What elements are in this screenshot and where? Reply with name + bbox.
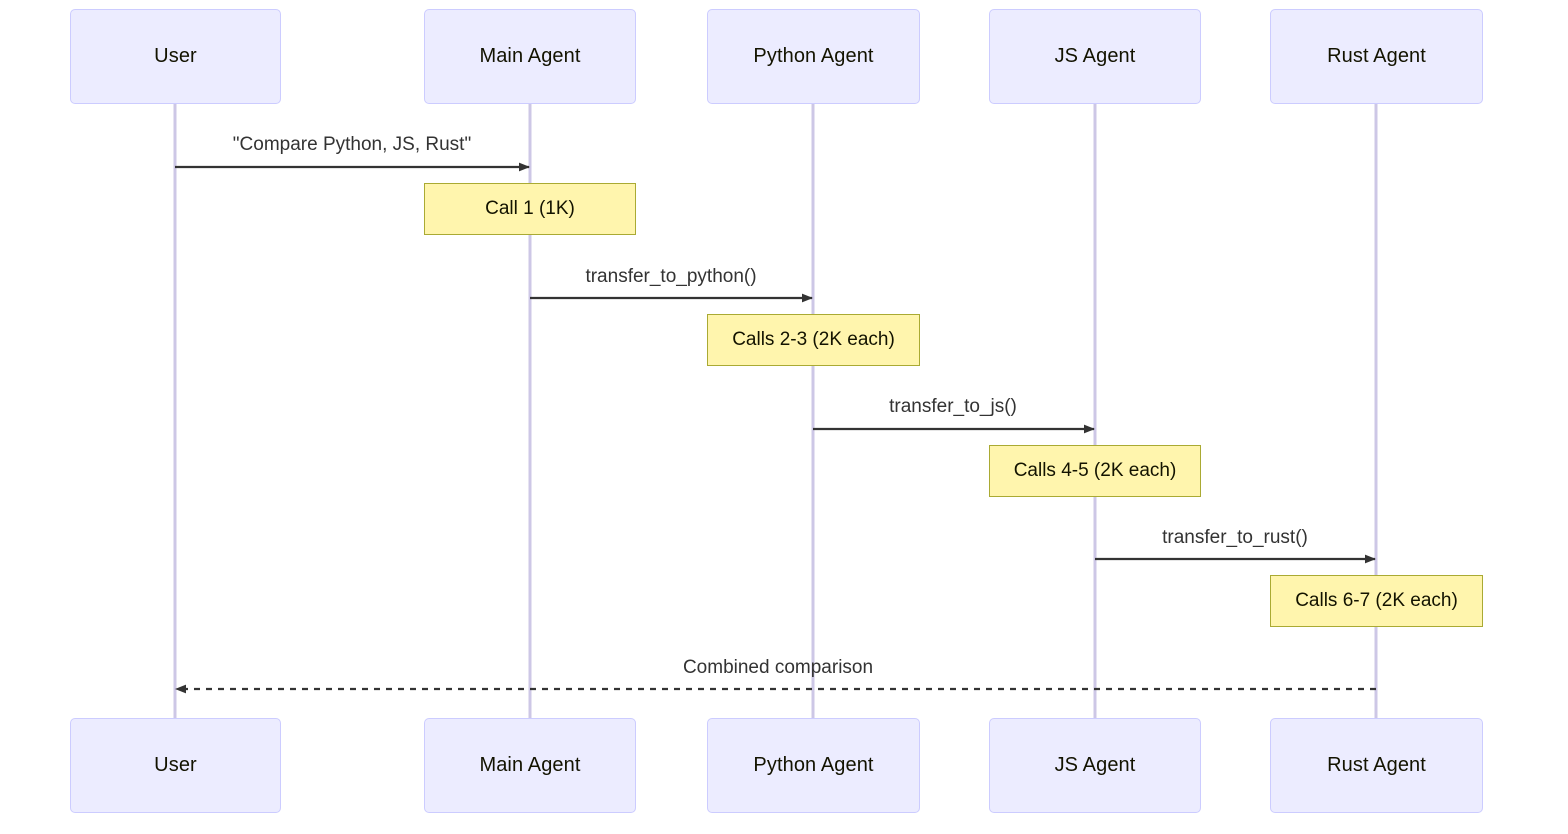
participant-label: Python Agent [753,754,874,776]
participant-label: User [154,45,197,67]
participant-python-top[interactable]: Python Agent [707,9,920,104]
note-label: Calls 2-3 (2K each) [732,329,895,350]
participant-main-top[interactable]: Main Agent [424,9,636,104]
participant-label: User [154,754,197,776]
note-over-js: Calls 4-5 (2K each) [989,445,1201,497]
participant-label: JS Agent [1054,45,1136,67]
message-label-m1: "Compare Python, JS, Rust" [232,134,472,155]
participant-js-bottom[interactable]: JS Agent [989,718,1201,813]
note-over-rust: Calls 6-7 (2K each) [1270,575,1483,627]
participant-python-bottom[interactable]: Python Agent [707,718,920,813]
message-label-m3: transfer_to_js() [889,396,1017,417]
message-label-m5: Combined comparison [682,657,874,678]
message-arrow-group [175,162,1376,694]
participant-js-top[interactable]: JS Agent [989,9,1201,104]
participant-label: Main Agent [479,754,581,776]
participant-label: Python Agent [753,45,874,67]
note-label: Call 1 (1K) [485,198,575,219]
participant-user-top[interactable]: User [70,9,281,104]
lifeline-group [173,104,1378,718]
participant-rust-top[interactable]: Rust Agent [1270,9,1483,104]
note-over-python: Calls 2-3 (2K each) [707,314,920,366]
note-over-main: Call 1 (1K) [424,183,636,235]
message-label-m2: transfer_to_python() [585,266,757,287]
participant-label: JS Agent [1054,754,1136,776]
participant-main-bottom[interactable]: Main Agent [424,718,636,813]
participant-rust-bottom[interactable]: Rust Agent [1270,718,1483,813]
participant-label: Rust Agent [1327,754,1426,776]
message-label-m4: transfer_to_rust() [1162,527,1308,548]
note-label: Calls 6-7 (2K each) [1295,590,1458,611]
participant-label: Main Agent [479,45,581,67]
participant-user-bottom[interactable]: User [70,718,281,813]
note-label: Calls 4-5 (2K each) [1013,460,1177,481]
participant-label: Rust Agent [1327,45,1426,67]
